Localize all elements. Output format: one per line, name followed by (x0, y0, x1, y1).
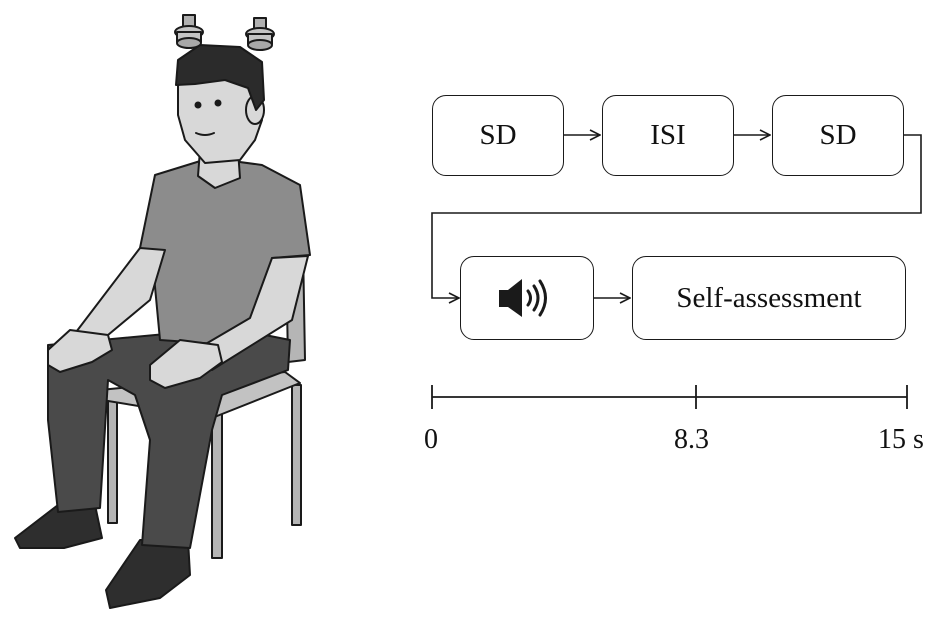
hair (175, 44, 265, 111)
electrode-icon (245, 17, 275, 51)
timeline-tick-label: 8.3 (674, 424, 709, 455)
arrow-sd-to-sound (431, 134, 922, 298)
flow-box-label: SD (479, 119, 517, 151)
right-shoe (105, 539, 191, 609)
timeline-tick-label: 0 (424, 424, 438, 455)
flow-box-label: Self-assessment (676, 281, 862, 314)
trousers (47, 327, 291, 549)
left-hand (47, 329, 113, 373)
timeline-tick-label: 15 s (878, 424, 924, 455)
flow-box-sd-2: SD (772, 95, 904, 176)
left-arm (69, 247, 166, 346)
flow-box-isi: ISI (602, 95, 734, 176)
flow-connectors (431, 134, 922, 298)
electrode-icon (174, 14, 204, 49)
flow-box-label: SD (819, 119, 857, 151)
speaker-icon (499, 279, 547, 317)
seated-person-illustration (14, 14, 311, 609)
flow-box-label: ISI (650, 119, 686, 151)
flow-box-self-assessment: Self-assessment (632, 256, 906, 340)
timeline-axis (431, 385, 908, 409)
right-hand (149, 339, 223, 389)
flow-box-sd-1: SD (432, 95, 564, 176)
flow-box-sound (460, 256, 594, 340)
